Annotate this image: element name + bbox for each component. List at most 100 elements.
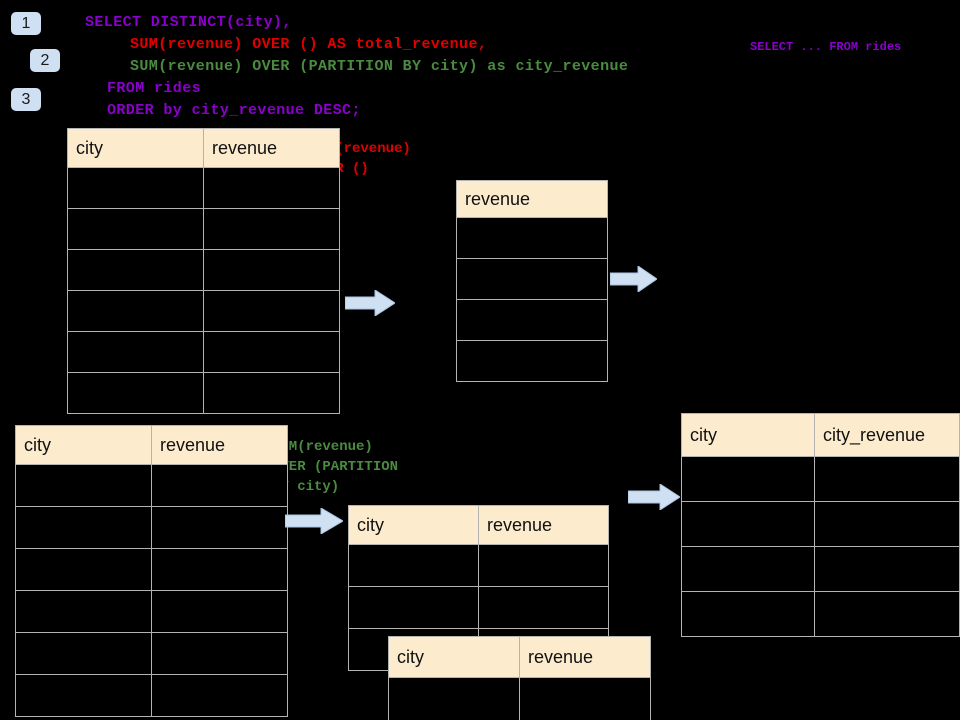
cell-city — [15, 506, 152, 549]
column-header-city: city — [388, 636, 520, 678]
cell-revenue — [203, 290, 340, 332]
table-row — [456, 299, 608, 341]
sql-line-total-revenue: SUM(revenue) OVER () AS total_revenue, — [130, 36, 488, 53]
final-result-table: city city_revenue — [681, 413, 960, 637]
table-row — [456, 258, 608, 300]
cell-revenue — [519, 677, 651, 720]
column-header-city: city — [681, 413, 815, 457]
total-revenue-table: revenue — [456, 180, 608, 382]
arrow-right-icon — [285, 508, 343, 534]
cell-city — [15, 632, 152, 675]
column-header-revenue: revenue — [203, 128, 340, 168]
cell-revenue — [203, 331, 340, 373]
cell-revenue — [203, 372, 340, 414]
sql-line-select: SELECT DISTINCT(city), — [85, 14, 292, 31]
column-header-city: city — [15, 425, 152, 465]
cell-revenue — [151, 548, 288, 591]
arrow-right-icon — [628, 484, 680, 510]
partition-group-table-front: city revenue — [388, 636, 651, 720]
table-row — [348, 586, 609, 629]
cell-revenue — [151, 632, 288, 675]
step-badge-2: 2 — [30, 49, 60, 72]
table-row — [456, 340, 608, 382]
table-header-row: city revenue — [388, 636, 651, 678]
cell-city — [67, 167, 204, 209]
cell-city — [388, 677, 520, 720]
partition-group-table-back: city revenue — [348, 505, 609, 671]
column-header-revenue: revenue — [151, 425, 288, 465]
sql-line-city-revenue: SUM(revenue) OVER (PARTITION BY city) as… — [130, 58, 629, 75]
table-row — [456, 217, 608, 259]
table-row — [67, 249, 340, 291]
cell-city — [681, 456, 815, 502]
cell-revenue — [456, 258, 608, 300]
table-row — [15, 548, 288, 591]
table-row — [681, 456, 960, 502]
cell-city — [67, 290, 204, 332]
table-row — [681, 591, 960, 637]
cell-revenue — [456, 299, 608, 341]
cell-city — [67, 208, 204, 250]
sql-line-order-by: ORDER by city_revenue DESC; — [107, 102, 361, 119]
cell-city — [15, 674, 152, 717]
column-header-revenue: revenue — [456, 180, 608, 218]
column-header-city: city — [348, 505, 479, 545]
column-header-revenue: revenue — [519, 636, 651, 678]
cell-city-revenue — [813, 456, 960, 502]
cell-revenue — [151, 674, 288, 717]
cell-city — [681, 501, 815, 547]
cell-revenue — [456, 340, 608, 382]
table-row — [67, 167, 340, 209]
table-header-row: city revenue — [15, 425, 288, 465]
rides-source-table-top: city revenue — [67, 128, 340, 414]
table-header-row: city revenue — [67, 128, 340, 168]
table-row — [388, 677, 651, 720]
annotation-sum-over-partition: SUM(revenue) OVER (PARTITION BY city) — [272, 439, 399, 495]
cell-revenue — [456, 217, 608, 259]
step-badge-1: 1 — [11, 12, 41, 35]
cell-city — [15, 548, 152, 591]
table-row — [15, 464, 288, 507]
column-header-revenue: revenue — [478, 505, 609, 545]
table-row — [348, 544, 609, 587]
arrow-right-icon — [610, 266, 657, 292]
cell-revenue — [203, 167, 340, 209]
side-note-select-from: SELECT ... FROM rides — [750, 40, 902, 54]
table-row — [15, 590, 288, 633]
cell-city-revenue — [813, 546, 960, 592]
table-header-row: revenue — [456, 180, 608, 218]
rides-source-table-bottom: city revenue — [15, 425, 288, 717]
table-row — [67, 372, 340, 414]
table-row — [15, 674, 288, 717]
cell-city — [15, 590, 152, 633]
table-row — [15, 506, 288, 549]
cell-city — [348, 586, 479, 629]
cell-revenue — [203, 249, 340, 291]
table-row — [15, 632, 288, 675]
cell-city — [681, 591, 815, 637]
step-badge-3: 3 — [11, 88, 41, 111]
table-header-row: city city_revenue — [681, 413, 960, 457]
cell-revenue — [151, 506, 288, 549]
cell-revenue — [478, 586, 609, 629]
cell-city-revenue — [813, 501, 960, 547]
table-row — [67, 290, 340, 332]
cell-revenue — [478, 544, 609, 587]
cell-city — [681, 546, 815, 592]
cell-city-revenue — [813, 591, 960, 637]
cell-revenue — [151, 590, 288, 633]
table-row — [681, 546, 960, 592]
column-header-city-revenue: city_revenue — [813, 413, 960, 457]
cell-revenue — [151, 464, 288, 507]
arrow-right-icon — [345, 290, 395, 316]
cell-city — [15, 464, 152, 507]
cell-city — [67, 372, 204, 414]
table-row — [681, 501, 960, 547]
cell-city — [67, 249, 204, 291]
table-row — [67, 331, 340, 373]
column-header-city: city — [67, 128, 204, 168]
cell-city — [348, 544, 479, 587]
cell-city — [67, 331, 204, 373]
sql-line-from: FROM rides — [107, 80, 202, 97]
